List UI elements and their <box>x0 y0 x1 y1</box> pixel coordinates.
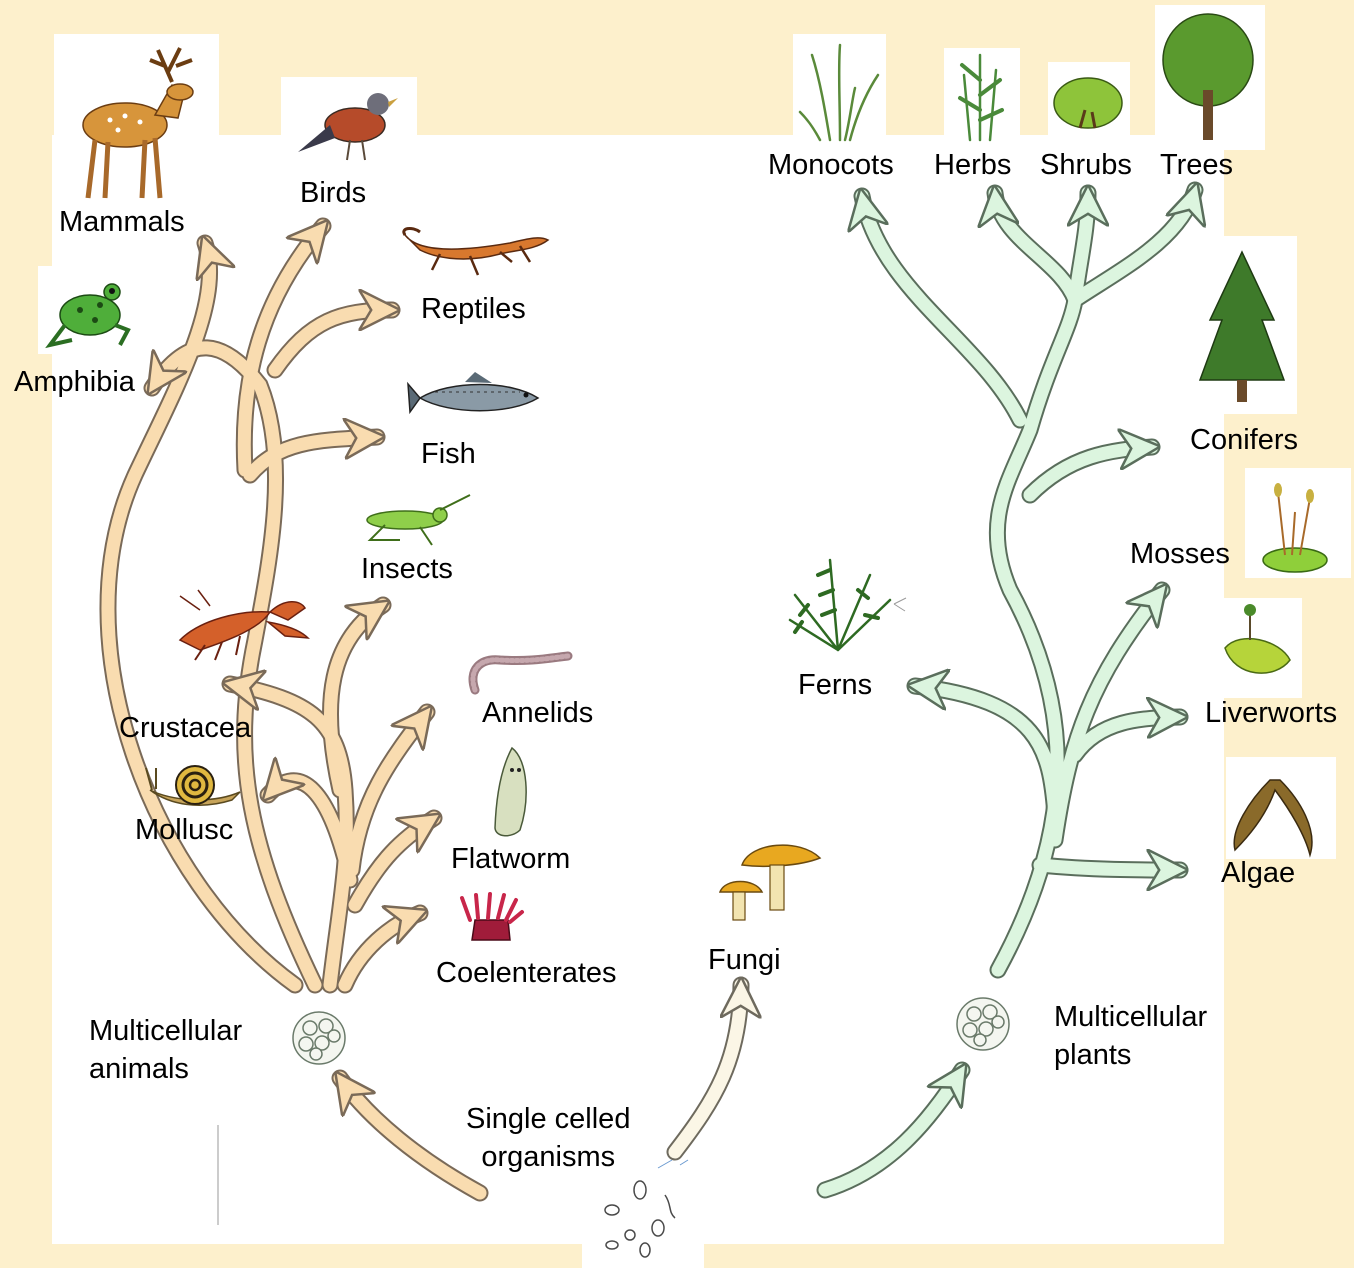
coelenterates-label: Coelenterates <box>436 954 617 992</box>
cell-cluster-icon <box>293 1012 345 1064</box>
shrub-icon <box>1054 78 1122 128</box>
fungi-label: Fungi <box>708 941 781 979</box>
mollusc-label: Mollusc <box>135 811 233 849</box>
reptiles-label: Reptiles <box>421 290 526 328</box>
shrubs-label: Shrubs <box>1040 146 1132 184</box>
single-celled-organisms-label: Single celled organisms <box>466 1100 630 1177</box>
trees-label: Trees <box>1160 146 1233 184</box>
annelids-label: Annelids <box>482 694 593 732</box>
birds-label: Birds <box>300 174 366 212</box>
insects-label: Insects <box>361 550 453 588</box>
liverworts-label: Liverworts <box>1205 694 1337 732</box>
fish-label: Fish <box>421 435 476 473</box>
ferns-label: Ferns <box>798 666 872 704</box>
single-celled-line-1: Single celled <box>466 1100 630 1138</box>
multicellular-plants-label: Multicellular plants <box>1054 998 1207 1075</box>
amphibia-label: Amphibia <box>14 363 135 401</box>
mammals-label: Mammals <box>59 203 185 241</box>
single-celled-line-2: organisms <box>466 1138 630 1176</box>
herbs-label: Herbs <box>934 146 1011 184</box>
algae-label: Algae <box>1221 854 1295 892</box>
crustacea-label: Crustacea <box>119 709 251 747</box>
monocots-label: Monocots <box>768 146 894 184</box>
multicellular-animals-line-1: Multicellular <box>89 1012 242 1050</box>
conifers-label: Conifers <box>1190 421 1298 459</box>
multicellular-animals-label: Multicellular animals <box>89 1012 242 1089</box>
multicellular-plants-line-2: plants <box>1054 1036 1207 1074</box>
cell-cluster-icon <box>957 998 1009 1050</box>
mosses-label: Mosses <box>1130 535 1230 573</box>
flatworm-label: Flatworm <box>451 840 570 878</box>
multicellular-animals-line-2: animals <box>89 1050 242 1088</box>
multicellular-plants-line-1: Multicellular <box>1054 998 1207 1036</box>
